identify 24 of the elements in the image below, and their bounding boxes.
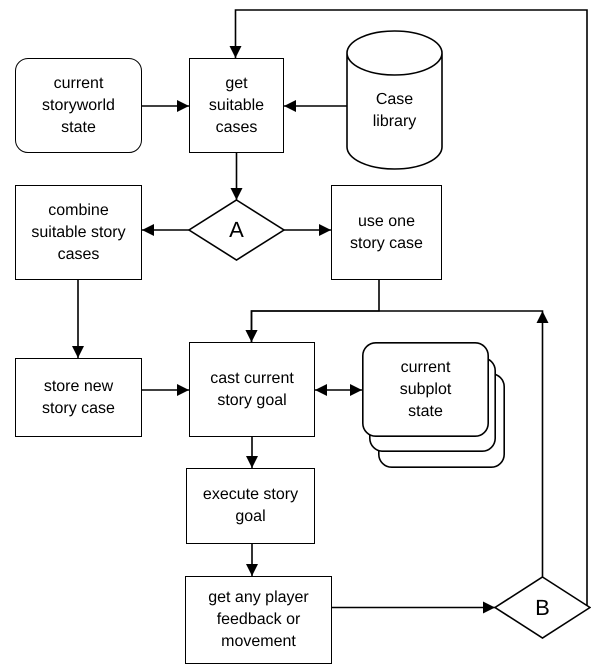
node-label: execute story goal (202, 485, 300, 527)
decision-diamond (495, 577, 590, 638)
process-box (15, 185, 142, 280)
rounded-box (15, 58, 142, 153)
node-label: cast current story goal (209, 368, 295, 410)
decision-diamond (189, 200, 284, 260)
node-label: A (228, 219, 245, 241)
node-label: get any player feedback or movement (207, 588, 310, 652)
node-label: current storyworld state (41, 74, 116, 138)
node-label: Case library (372, 90, 418, 132)
node-label: current subplot state (398, 358, 452, 422)
node-label: combine suitable story cases (30, 200, 127, 264)
process-box (186, 468, 315, 544)
node-label: B (534, 596, 551, 618)
node-label: use one story case (349, 212, 424, 254)
stacked-document-box (362, 342, 505, 468)
process-box (15, 358, 142, 437)
node-label: get suitable cases (208, 74, 266, 138)
process-box (189, 342, 315, 437)
node-label: store new story case (41, 376, 116, 418)
process-box (189, 58, 284, 153)
process-box (185, 576, 332, 664)
database-cylinder (347, 31, 442, 169)
process-box (331, 185, 442, 280)
